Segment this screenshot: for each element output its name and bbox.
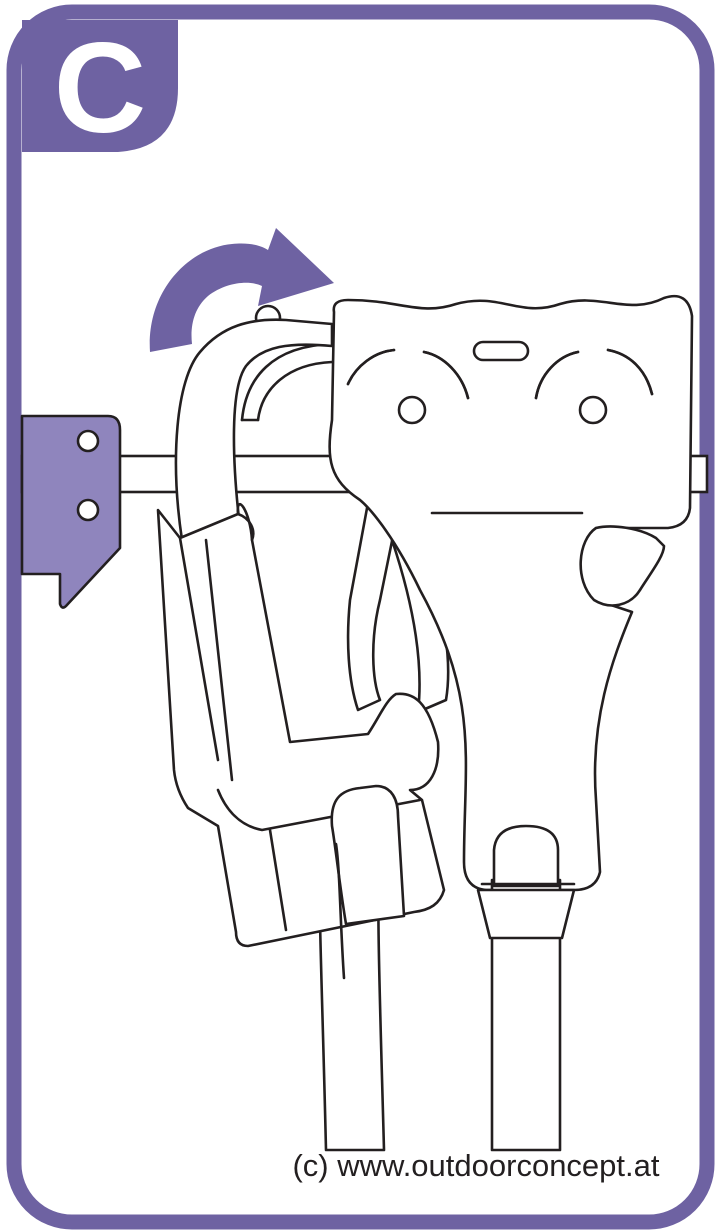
- step-letter: C: [54, 17, 146, 160]
- step-badge: C: [22, 17, 178, 160]
- credit-text: (c) www.outdoorconcept.at: [292, 1148, 659, 1183]
